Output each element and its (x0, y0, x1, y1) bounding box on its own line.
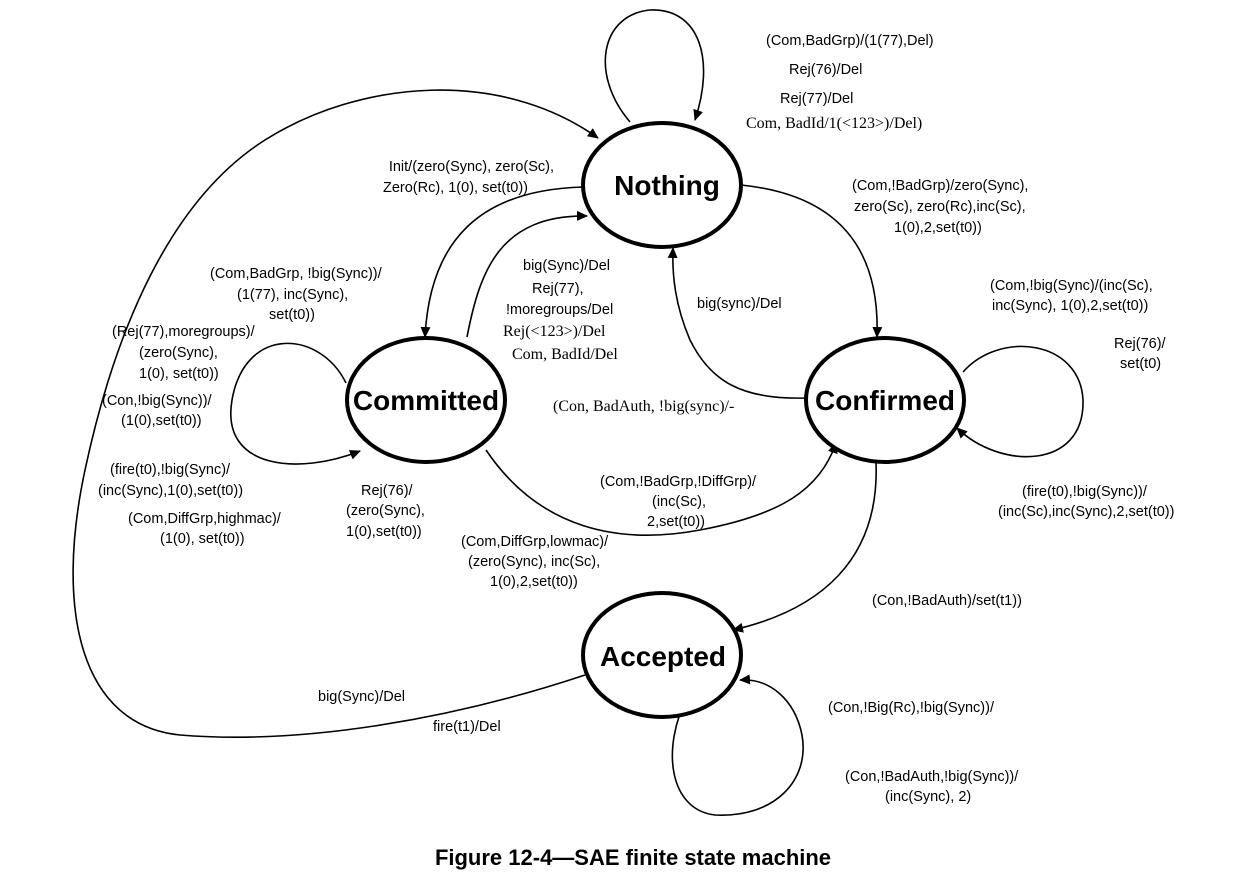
label-confirmed-nothing: (Con, BadAuth, !big(sync)/- (553, 398, 734, 415)
label-committed-self: 1(0),set(t0)) (346, 524, 422, 540)
state-nothing-label: Nothing (614, 170, 720, 201)
label-committed-self: (zero(Sync), (346, 503, 425, 519)
label-nothing-confirmed: (Com,!BadGrp)/zero(Sync), (852, 178, 1028, 194)
state-nothing: Nothing (581, 121, 743, 249)
label-accepted-self: (inc(Sync), 2) (885, 789, 971, 805)
edge-confirmed-nothing (667, 247, 807, 399)
edge-nothing-confirmed (740, 184, 883, 338)
label-committed-nothing: big(Sync)/Del (523, 258, 610, 274)
label-committed-confirmed: 1(0),2,set(t0)) (490, 574, 578, 590)
label-committed-self: (fire(t0),!big(Sync)/ (110, 462, 231, 478)
edge-committed-confirmed (485, 442, 838, 536)
label-nothing-confirmed: zero(Sc), zero(Rc),inc(Sc), (854, 199, 1026, 215)
label-confirmed-self: set(t0) (1120, 356, 1161, 372)
edge-accepted-self (671, 674, 804, 816)
edge-confirmed-accepted (732, 461, 877, 633)
label-committed-self: (Rej(77),moregroups)/ (112, 324, 256, 340)
label-nothing-confirmed: 1(0),2,set(t0)) (894, 220, 982, 236)
label-committed-confirmed: 2,set(t0)) (647, 514, 705, 530)
label-nothing-self: Rej(77)/Del (780, 91, 853, 107)
label-committed-self: (1(0),set(t0)) (121, 413, 202, 429)
edge-committed-nothing (466, 210, 588, 338)
state-accepted-label: Accepted (600, 641, 726, 672)
label-nothing-self: (Com,BadGrp)/(1(77),Del) (766, 33, 934, 49)
label-confirmed-self: (inc(Sc),inc(Sync),2,set(t0)) (998, 504, 1174, 520)
label-committed-self: (zero(Sync), (139, 345, 218, 361)
label-committed-confirmed: (zero(Sync), inc(Sc), (468, 554, 600, 570)
label-confirmed-self: Rej(76)/ (1114, 336, 1167, 352)
label-accepted-nothing: fire(t1)/Del (433, 719, 501, 735)
label-committed-self: (1(77), inc(Sync), (237, 287, 348, 303)
label-committed-confirmed: (Com,!BadGrp,!DiffGrp)/ (600, 474, 757, 490)
edge-init-nothing-committed (420, 186, 584, 338)
label-committed-self: Rej(76)/ (361, 483, 414, 499)
label-confirmed-self: (fire(t0),!big(Sync))/ (1022, 484, 1148, 500)
label-committed-self: (Com,DiffGrp,highmac)/ (128, 511, 282, 527)
label-accepted-self: (Con,!BadAuth,!big(Sync))/ (845, 769, 1019, 785)
edge-confirmed-self (956, 345, 1084, 458)
edge-nothing-self (604, 9, 705, 123)
figure-caption: Figure 12-4—SAE finite state machine (435, 845, 831, 870)
label-committed-nothing: Rej(<123>)/Del (503, 323, 606, 340)
edge-committed-self (229, 342, 361, 465)
label-committed-nothing: !moregroups/Del (506, 302, 613, 318)
label-accepted-self: (Con,!Big(Rc),!big(Sync))/ (828, 700, 995, 716)
state-confirmed: Confirmed (804, 336, 966, 464)
state-committed: Committed (345, 336, 507, 464)
label-committed-self: (1(0), set(t0)) (160, 531, 245, 547)
label-init: Init/(zero(Sync), zero(Sc), (389, 159, 554, 175)
label-committed-confirmed: (Com,DiffGrp,lowmac)/ (461, 534, 609, 550)
label-confirmed-self: inc(Sync), 1(0),2,set(t0)) (992, 298, 1148, 314)
label-confirmed-self: (Com,!big(Sync)/(inc(Sc), (990, 278, 1153, 294)
state-accepted: Accepted (581, 591, 743, 719)
state-confirmed-label: Confirmed (815, 385, 955, 416)
label-committed-nothing: Rej(77), (532, 281, 584, 297)
label-committed-self: (Com,BadGrp, !big(Sync))/ (210, 266, 383, 282)
label-committed-self: (inc(Sync),1(0),set(t0)) (98, 483, 243, 499)
label-confirmed-accepted: (Con,!BadAuth)/set(t1)) (872, 593, 1022, 609)
label-committed-self: set(t0)) (269, 307, 315, 323)
label-confirmed-nothing: big(sync)/Del (697, 296, 782, 312)
label-committed-confirmed: (inc(Sc), (652, 494, 706, 510)
label-nothing-self: Rej(76)/Del (789, 62, 862, 78)
label-nothing-self: Com, BadId/1(<123>)/Del) (746, 115, 922, 132)
label-committed-self: (Con,!big(Sync))/ (102, 393, 213, 409)
label-committed-self: 1(0), set(t0)) (139, 366, 219, 382)
state-committed-label: Committed (353, 385, 499, 416)
edge-accepted-nothing (72, 89, 599, 738)
label-accepted-nothing: big(Sync)/Del (318, 689, 405, 705)
label-init: Zero(Rc), 1(0), set(t0)) (383, 180, 528, 196)
label-committed-nothing: Com, BadId/Del (512, 346, 618, 363)
